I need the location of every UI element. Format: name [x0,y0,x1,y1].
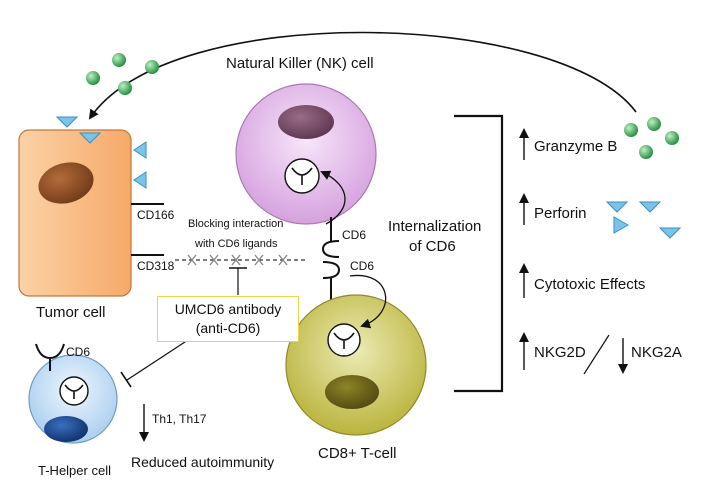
nkg2a-label: NKG2A [631,344,682,361]
granule [86,71,100,85]
th1-th17-label: Th1, Th17 [152,412,207,426]
cd8-nucleus [325,375,379,409]
t-helper-cell [28,343,118,444]
cd166-label: CD166 [137,208,175,222]
internalization-label-line1: Internalization [388,218,482,235]
triangle-marker [78,132,102,144]
nk-cell-label: Natural Killer (NK) cell [226,55,374,72]
granule [647,117,661,131]
effect-up-arrows [519,128,628,374]
blocking-label-line2: with CD6 ligands [195,238,278,250]
antibody-box: UMCD6 antibody (anti-CD6) [157,296,299,342]
triangle-marker [133,171,147,189]
nk-internalization-arrow [320,170,346,225]
cd6-symbol-icon [64,384,84,399]
blocking-label-line1: Blocking interaction [188,218,284,230]
granule [118,81,132,95]
cd6-receptor-pair [321,217,341,302]
cd6-nk-label: CD6 [342,228,367,242]
triangle-marker [605,201,629,213]
nk-cell [235,83,377,225]
triangle-marker [133,141,147,159]
nkg2d-label: NKG2D [534,344,586,361]
x-mark [209,254,219,266]
nk-nucleus [278,105,334,139]
reduced-autoimmunity-label: Reduced autoimmunity [131,454,275,470]
tumor-nucleus [38,162,94,204]
x-mark [187,254,197,266]
cd6-th-label: CD6 [66,345,91,359]
antibody-label-line2: (anti-CD6) [195,320,261,336]
cytotoxic-label: Cytotoxic Effects [534,276,646,293]
cd6-cd8-label: CD6 [350,259,375,273]
cd318-label: CD318 [137,259,175,273]
th-nucleus [44,416,88,442]
triangle-marker [638,201,662,213]
granule [639,145,653,159]
granzyme-label: Granzyme B [534,138,618,155]
granule [112,53,126,67]
cd8-t-cell [285,274,427,436]
x-mark [231,254,241,266]
nkg-divider [583,334,610,375]
granule [624,123,638,137]
th-cell-label: T-Helper cell [38,463,111,478]
effects-bracket [454,114,504,393]
granules-granzyme [624,117,679,159]
perforin-label: Perforin [534,205,587,222]
perforin-triangles [605,201,682,239]
blocking-x-marks [187,254,288,266]
tumor-surface-triangles [55,116,147,189]
granzyme-release-arrow [88,31,637,120]
triangle-marker [613,216,630,234]
granule [665,131,679,145]
cd6-symbol-icon [291,167,313,185]
triangle-marker [55,116,79,128]
granule [145,60,159,74]
cd8-cell-label: CD8+ T-cell [318,445,397,462]
triangle-marker [658,227,682,239]
x-mark [278,254,288,266]
cd8-internalization-arrow [349,274,387,329]
granules-near-tumor [86,53,159,95]
antibody-label-line1: UMCD6 antibody [174,301,282,317]
th-inhibit-line [126,339,189,381]
th-cd6-receptor [35,343,65,371]
tumor-cell-label: Tumor cell [36,304,106,321]
internalization-label-line2: of CD6 [409,238,456,255]
tumor-cell [18,129,164,297]
cd6-symbol-icon [333,332,355,349]
th-inhibit-bar [120,371,132,388]
x-mark [254,254,264,266]
